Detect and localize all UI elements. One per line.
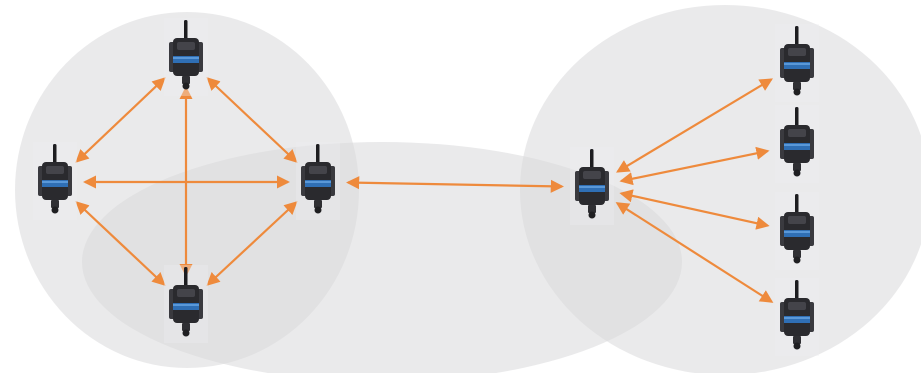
link-star-hub-star-leaf-4 bbox=[615, 202, 774, 303]
device-mesh-top bbox=[164, 18, 208, 96]
link-mesh-left-mesh-top bbox=[75, 77, 166, 163]
device-mesh-bottom bbox=[164, 265, 208, 343]
device-star-leaf-4 bbox=[775, 278, 819, 356]
device-mesh-right bbox=[296, 142, 340, 220]
nodes-layer bbox=[33, 18, 819, 356]
device-star-leaf-3 bbox=[775, 192, 819, 270]
link-mesh-right-mesh-bottom bbox=[206, 201, 298, 286]
link-mesh-right-star-hub bbox=[346, 176, 564, 193]
device-star-leaf-1 bbox=[775, 24, 819, 102]
link-mesh-top-mesh-right bbox=[206, 77, 298, 163]
device-mesh-left bbox=[33, 142, 77, 220]
link-mesh-left-mesh-bottom bbox=[75, 201, 166, 286]
link-star-hub-star-leaf-2 bbox=[619, 146, 770, 186]
device-star-leaf-2 bbox=[775, 105, 819, 183]
links-layer bbox=[75, 77, 774, 303]
device-star-hub bbox=[570, 147, 614, 225]
